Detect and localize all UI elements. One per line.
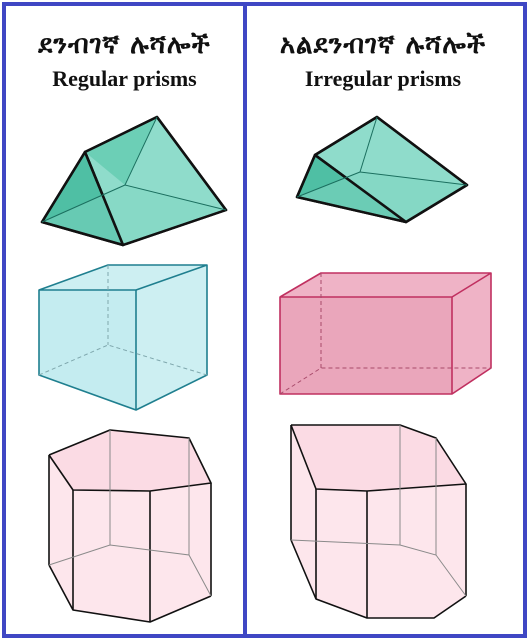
regular-pentagonal-prism: [48, 429, 212, 623]
irregular-title-english: Irregular prisms: [304, 66, 462, 91]
irregular-triangular-prism: [295, 115, 469, 224]
regular-title-amharic: ደንብገኛ ሉሻሎች: [38, 30, 211, 60]
regular-title-english: Regular prisms: [52, 66, 197, 91]
irregular-prisms-column: አልደንብገኛ ሉሻሎች Irregular prisms: [247, 6, 519, 634]
column-divider: [243, 6, 247, 634]
irregular-cuboid: [279, 272, 492, 395]
irregular-title-amharic: አልደንብገኛ ሉሻሎች: [279, 30, 487, 60]
irregular-pentagonal-prism: [290, 424, 467, 619]
regular-cube: [38, 264, 208, 411]
regular-prisms-column: ደንብገኛ ሉሻሎች Regular prisms: [6, 6, 243, 634]
regular-triangular-prism: [40, 115, 228, 247]
